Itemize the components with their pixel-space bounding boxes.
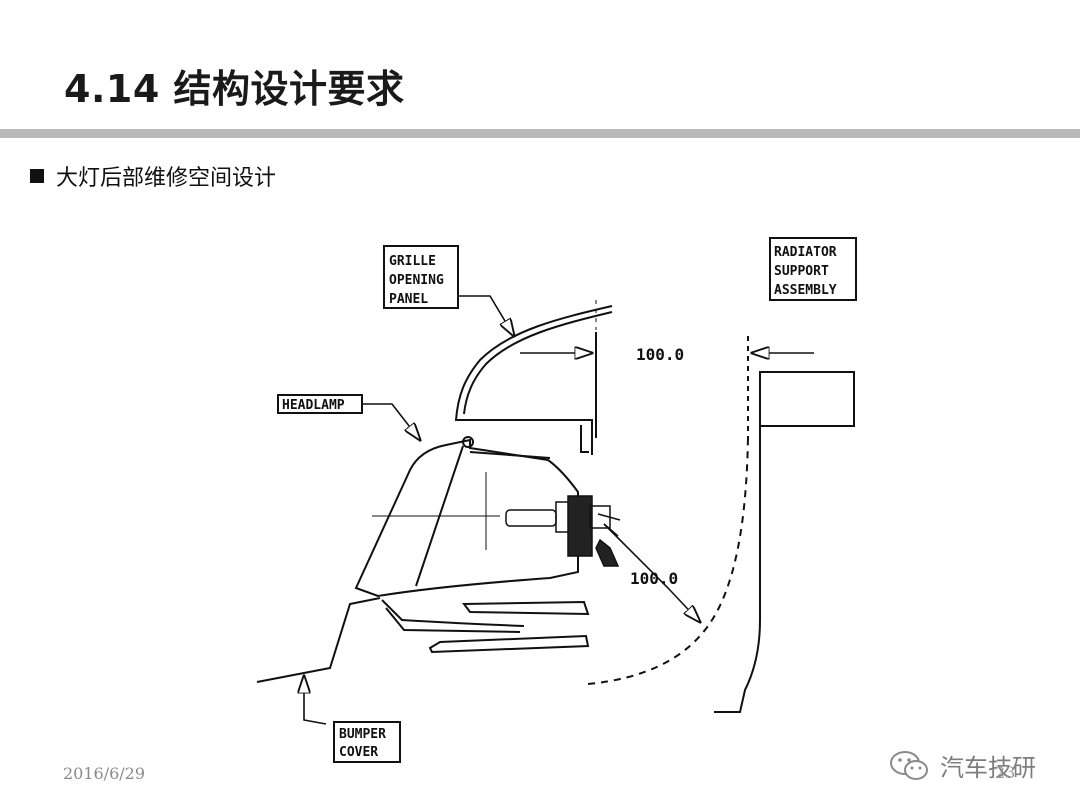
label-headlamp-text: HEADLAMP: [282, 398, 345, 413]
bullet-square-icon: [30, 169, 44, 183]
label-grille-opening-panel: GRILLE OPENING PANEL: [383, 245, 459, 309]
label-headlamp: HEADLAMP: [277, 394, 363, 414]
headlamp-axis-lines: [372, 472, 500, 550]
dimension-top-value: 100.0: [636, 345, 684, 364]
radiator-support-shape: [714, 336, 855, 713]
service-clearance-arc: [587, 435, 749, 685]
wechat-icon: [890, 750, 928, 780]
label-grille-line3: PANEL: [389, 292, 428, 307]
label-radiator-line3: ASSEMBLY: [774, 283, 837, 298]
title-divider: [0, 129, 1080, 138]
label-radiator-line1: RADIATOR: [774, 245, 837, 260]
label-bumper-line1: BUMPER: [339, 727, 386, 742]
leader-arrows: [304, 295, 814, 725]
label-grille-line1: GRILLE: [389, 254, 436, 269]
label-radiator-line2: SUPPORT: [774, 264, 829, 279]
bumper-cover-shape: [256, 597, 590, 683]
headlamp-housing-shape: [354, 436, 579, 598]
grille-opening-panel-shape: [454, 305, 613, 455]
label-grille-line2: OPENING: [389, 273, 444, 288]
bullet-text: 大灯后部维修空间设计: [56, 166, 277, 191]
label-bumper-cover: BUMPER COVER: [333, 721, 401, 763]
label-radiator-support-assembly: RADIATOR SUPPORT ASSEMBLY: [769, 237, 857, 301]
bullet-item: 大灯后部维修空间设计: [30, 160, 276, 192]
watermark: 汽车技研: [888, 748, 1036, 783]
label-bumper-line2: COVER: [339, 745, 378, 760]
footer-date: 2016/6/29: [63, 764, 146, 783]
bulb-connector-shape: [505, 495, 621, 567]
page-number: 23: [995, 763, 1016, 782]
slide-title: 4.14 结构设计要求: [64, 67, 405, 111]
watermark-text: 汽车技研: [940, 754, 1036, 782]
dimension-rear-value: 100.0: [630, 569, 678, 588]
